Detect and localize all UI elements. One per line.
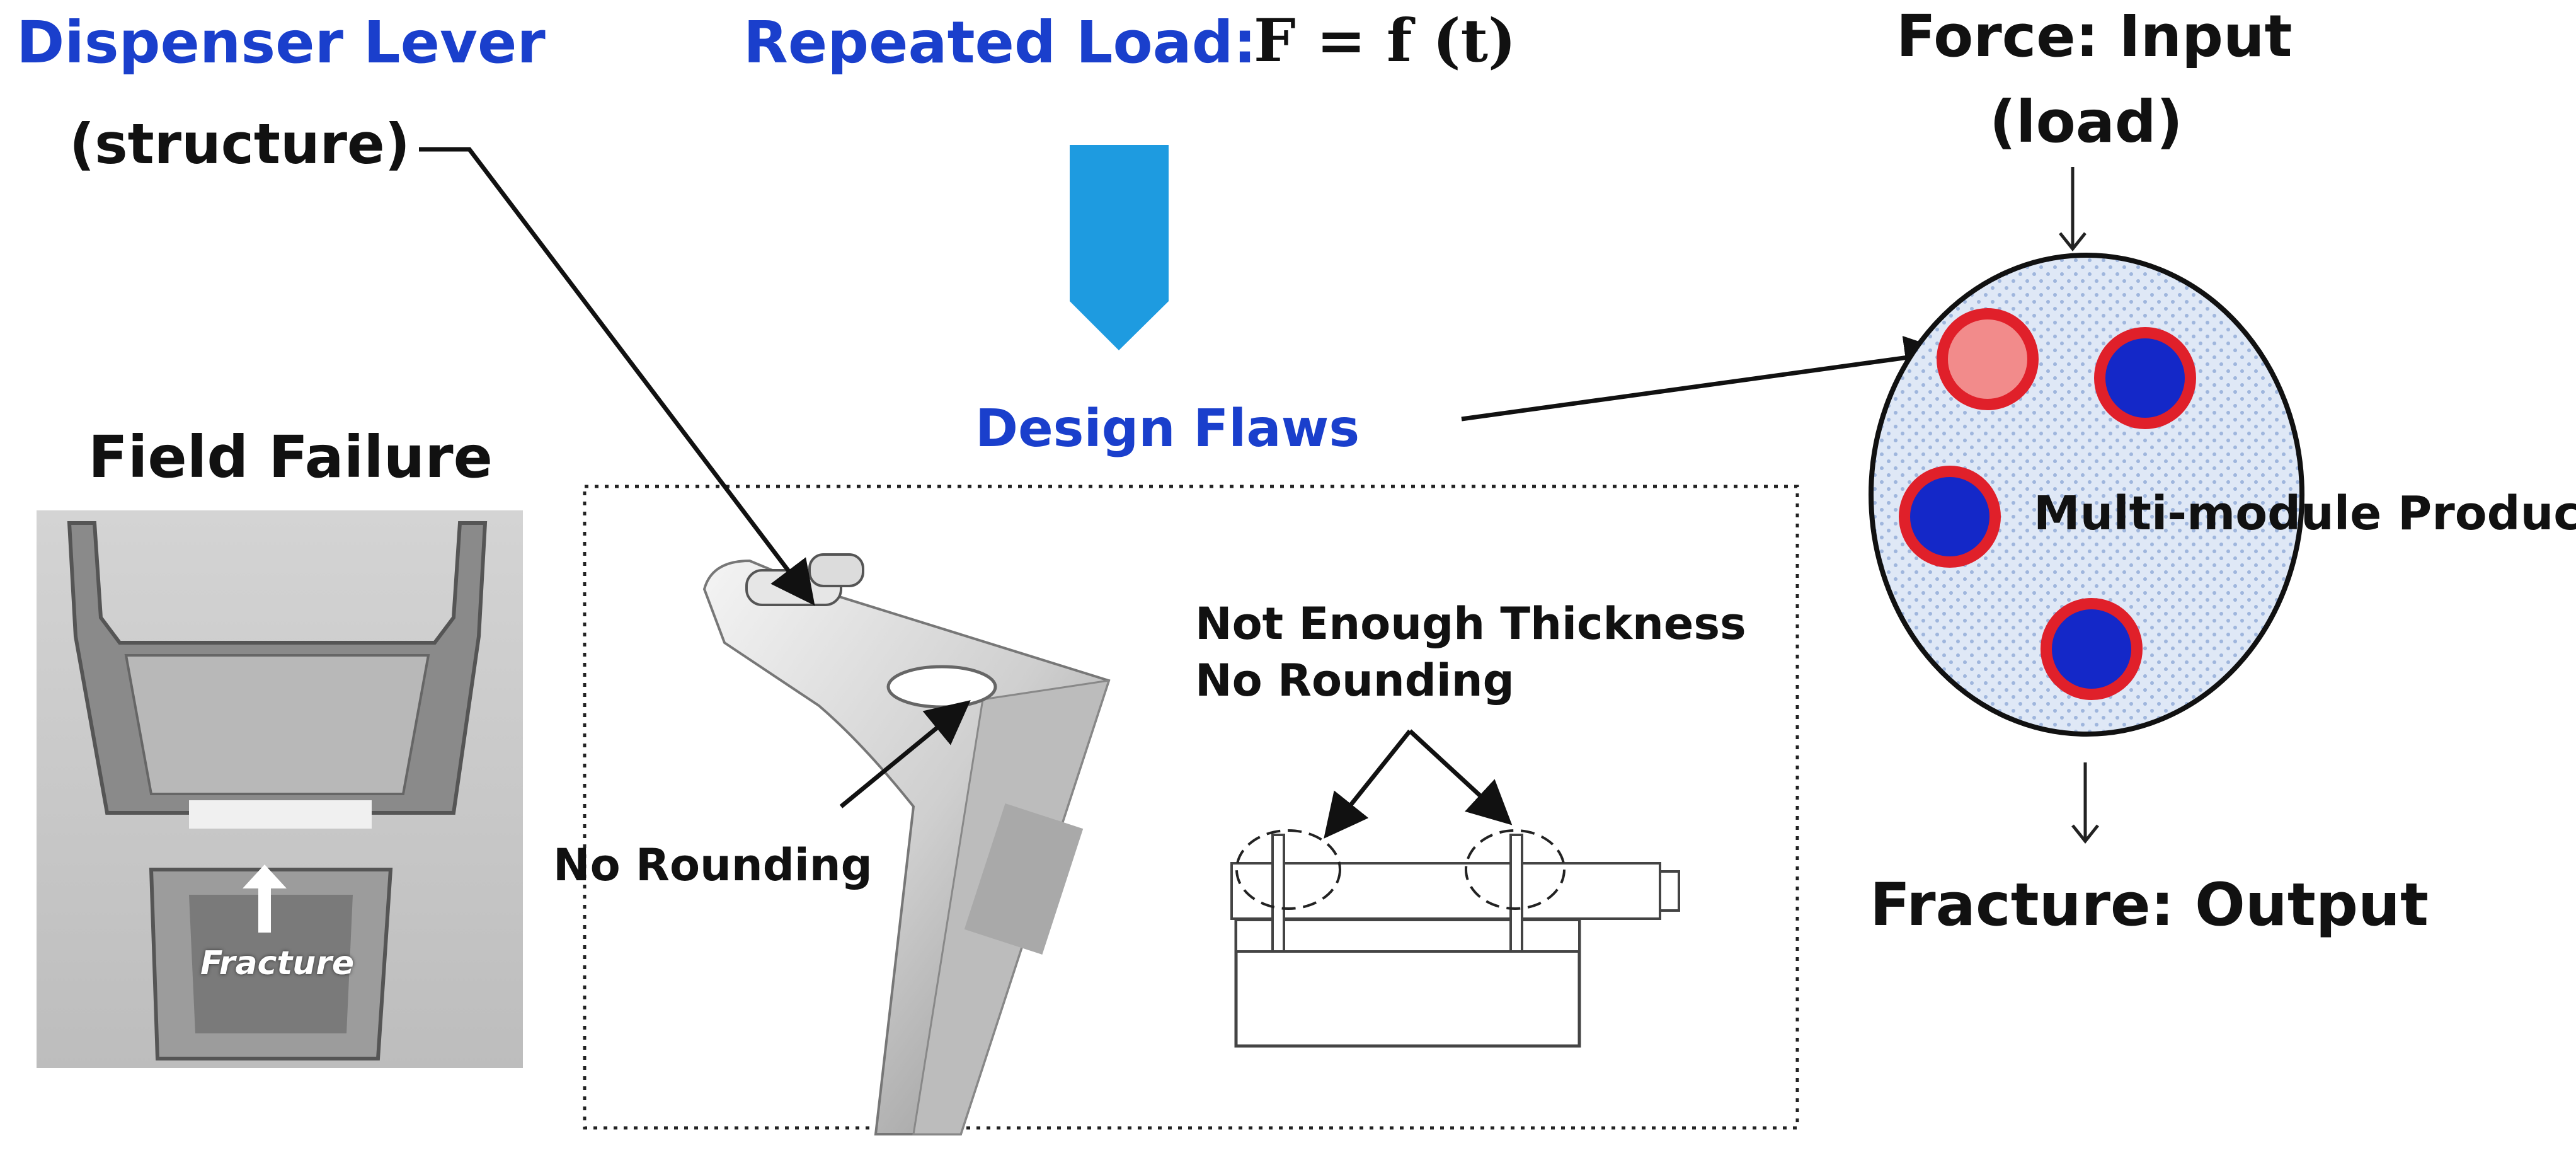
load-label: (load) [1989,88,2183,156]
leader-lines [419,147,1949,839]
multi-module-product-label: Multi-module Product [2034,486,2576,541]
force-input-label: Force: Input [1896,3,2293,70]
structure-label: (structure) [69,112,410,176]
design-flaws-label: Design Flaws [975,399,1360,459]
module-1 [2094,327,2196,429]
not-enough-thickness-label: Not Enough Thickness [1195,598,1746,650]
dispenser-lever-label: Dispenser Lever [16,9,546,76]
thin-arrows [2059,167,2099,844]
load-formula: F = f (t) [1254,6,1516,76]
field-failure-label: Field Failure [88,423,493,491]
multi-module-ellipse [1869,253,2304,737]
lever-cad-drawing [702,553,1111,1135]
fracture-output-label: Fracture: Output [1870,871,2429,940]
shaft-side-view-drawing [1230,829,1680,1048]
no-rounding-label-2: No Rounding [1195,655,1514,706]
module-3 [2041,598,2143,700]
no-rounding-label: No Rounding [553,839,873,891]
repeated-load-label: Repeated Load: [743,9,1257,76]
design-flaws-box [583,485,1799,1130]
fracture-photo-label: Fracture [200,945,355,982]
field-failure-photo [37,510,523,1068]
module-2 [1899,466,2001,568]
down-arrow-icon [1070,145,1169,350]
module-faulty [1937,308,2039,410]
